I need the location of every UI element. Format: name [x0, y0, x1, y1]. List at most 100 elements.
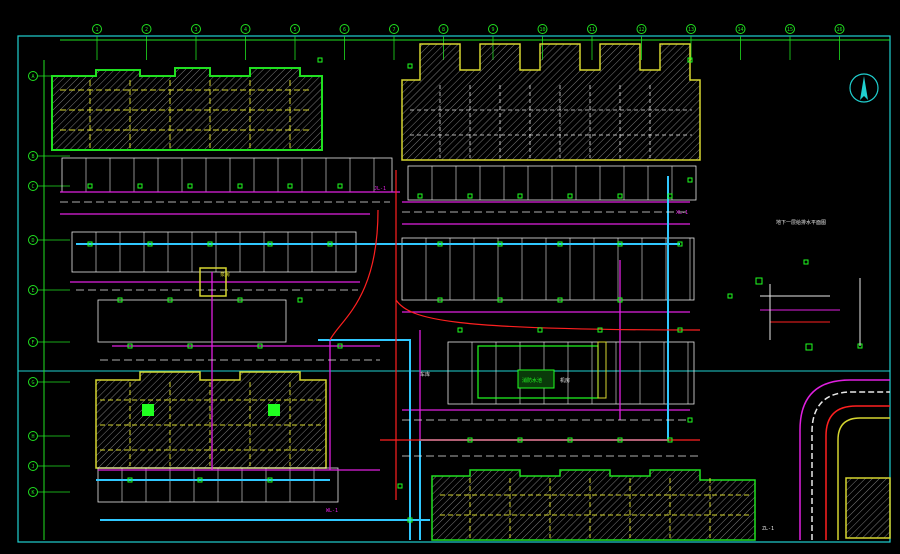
grid-bubble-top — [537, 24, 548, 34]
fixture-marker — [617, 297, 623, 303]
fixture-marker — [317, 57, 323, 63]
grid-bubble-top — [438, 24, 449, 34]
grid-bubble-left — [28, 461, 38, 471]
drawing-labels: 地下一层给排水平面图 泵房 消防水池 机房 车库 JL-1 XL-1 WL-1 … — [220, 186, 826, 532]
fixture-marker — [497, 297, 503, 303]
fixture-marker — [187, 343, 193, 349]
grid-label-left: D — [31, 238, 34, 244]
central-pump-room — [199, 267, 607, 399]
pipe-label-3: WL-1 — [326, 508, 338, 514]
building-block-southwest — [95, 371, 327, 469]
fixture-marker — [517, 193, 523, 199]
grid-bubble-top — [92, 24, 102, 34]
grid-bubble-top — [339, 24, 350, 34]
fixture-marker — [417, 193, 423, 199]
magenta-pipe-network — [60, 191, 690, 471]
grid-bubble-top — [240, 24, 251, 34]
grid-label-left: G — [31, 380, 34, 386]
fixture-marker — [677, 327, 683, 333]
fixture-marker — [617, 437, 623, 443]
fixture-marker — [687, 57, 693, 63]
fixture-marker — [127, 343, 133, 349]
room-label-garage: 车库 — [420, 371, 430, 378]
grid-bubble-top — [290, 24, 300, 34]
fixture-marker — [687, 177, 693, 183]
grid-bubble-left — [28, 235, 38, 245]
fixture-marker — [803, 259, 809, 265]
ramp-curve — [799, 379, 891, 540]
grid-label-left: F — [31, 340, 34, 346]
grid-label-top: 16 — [836, 27, 842, 33]
grid-label-top: 1 — [95, 27, 98, 33]
red-pipe-network — [329, 170, 701, 500]
grid-bubble-top — [587, 24, 597, 34]
fixture-marker — [197, 477, 203, 483]
grid-bubble-top — [141, 24, 152, 34]
fixture-marker — [467, 437, 473, 443]
grid-label-top: 13 — [688, 27, 694, 33]
grid-label-left: A — [31, 74, 34, 80]
fixture-marker — [497, 241, 503, 247]
fixture-marker — [407, 63, 413, 69]
grid-label-top: 2 — [145, 27, 148, 33]
grid-bubble-top — [488, 24, 498, 34]
pipe-label-4: ZL-1 — [762, 526, 774, 532]
room-label-machine: 机房 — [560, 377, 570, 384]
grid-bubble-top — [686, 24, 696, 34]
pipe-fixtures — [87, 57, 863, 523]
grid-label-top: 9 — [491, 27, 494, 33]
grid-bubble-left — [28, 431, 38, 441]
fixture-marker — [667, 193, 673, 199]
fixture-marker — [257, 343, 263, 349]
fixture-marker — [617, 241, 623, 247]
pipe-label-1: JL-1 — [374, 186, 386, 192]
building-block-northeast — [401, 43, 701, 161]
grid-label-top: 10 — [539, 27, 545, 33]
fixture-marker — [567, 437, 573, 443]
fixture-marker — [397, 483, 403, 489]
fixture-marker — [567, 193, 573, 199]
fixture-marker — [517, 437, 523, 443]
grid-label-left: C — [31, 184, 34, 190]
grid-label-top: 8 — [442, 27, 445, 33]
fixture-marker — [337, 343, 343, 349]
fixture-marker — [667, 437, 673, 443]
grid-label-top: 12 — [638, 27, 644, 33]
grid-label-left: J — [31, 464, 34, 470]
fixture-marker — [127, 477, 133, 483]
fixture-marker — [87, 183, 93, 189]
grid-bubble-top — [834, 24, 845, 34]
fixture-marker — [597, 327, 603, 333]
grid-bubble-left — [28, 285, 38, 295]
building-block-northwest — [51, 67, 323, 151]
fixture-marker — [267, 477, 273, 483]
white-dashed-lines — [60, 201, 700, 457]
drawing-frame — [17, 35, 891, 543]
north-arrow-icon — [849, 73, 879, 103]
fixture-marker — [727, 293, 733, 299]
grid-label-top: 14 — [737, 27, 743, 33]
grid-bubble-left — [28, 181, 38, 191]
fixture-marker — [677, 241, 683, 247]
room-label-pump: 泵房 — [220, 271, 230, 278]
fixture-marker — [147, 241, 153, 247]
fixture-marker — [287, 183, 293, 189]
grid-bubble-left — [28, 151, 38, 161]
fixture-marker — [137, 183, 143, 189]
grid-label-left: B — [31, 154, 34, 160]
grid-bubble-top — [735, 24, 746, 34]
grid-bubble-left — [28, 487, 38, 497]
fixture-marker — [87, 241, 93, 247]
grid-bubble-top — [389, 24, 399, 34]
fixture-marker — [337, 183, 343, 189]
legend-detail — [755, 277, 861, 351]
fixture-marker — [237, 183, 243, 189]
fixture-marker — [557, 297, 563, 303]
grid-label-top: 5 — [293, 27, 296, 33]
grid-bubble-left — [28, 377, 38, 387]
grid-label-left: E — [31, 288, 34, 294]
fixture-marker — [207, 241, 213, 247]
